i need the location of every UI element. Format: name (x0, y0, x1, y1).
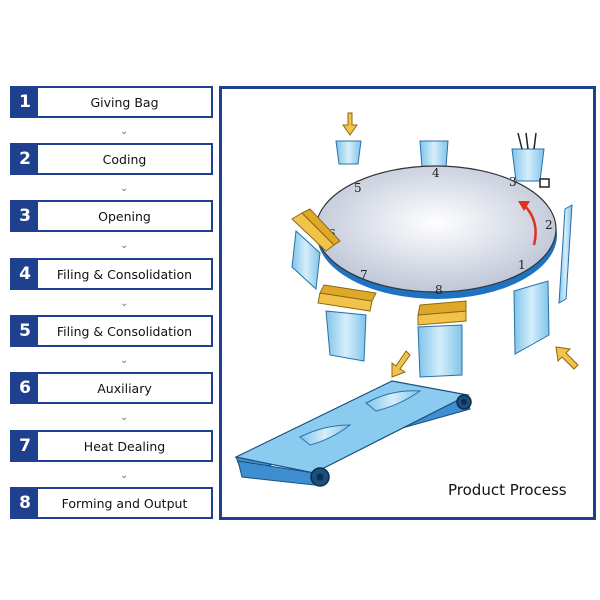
step-label: Coding (102, 151, 147, 167)
bag-panel-right (558, 204, 573, 304)
step-3: 3 Opening (10, 200, 213, 232)
step-1: 1 Giving Bag (10, 86, 213, 118)
station-number: 4 (432, 166, 440, 180)
step-number: 2 (12, 145, 38, 173)
bag-panel-lower-right (513, 280, 550, 355)
bag-holder-5 (335, 140, 362, 165)
sensor-box (539, 178, 550, 188)
chevron-down-icon: ⌄ (120, 298, 129, 309)
step-5: 5 Filing & Consolidation (10, 315, 213, 347)
bag-lower-center (417, 324, 463, 378)
rotation-arrowhead-icon (518, 201, 530, 211)
step-label: Opening (98, 208, 151, 224)
step-7: 7 Heat Dealing (10, 430, 213, 462)
heat-sealer-middle (317, 284, 377, 312)
chevron-down-icon: ⌄ (120, 126, 129, 137)
turntable (315, 165, 557, 293)
step-6: 6 Auxiliary (10, 372, 213, 404)
chevron-down-icon: ⌄ (120, 183, 129, 194)
bag-panel-left (291, 229, 321, 291)
heat-sealer-left (291, 208, 341, 252)
process-diagram-panel: 1 2 3 4 5 6 7 8 (219, 86, 596, 520)
step-number: 1 (12, 88, 38, 116)
step-label: Auxiliary (97, 380, 152, 396)
output-arrow-icon (391, 350, 411, 378)
chevron-down-icon: ⌄ (120, 240, 129, 251)
step-label: Giving Bag (90, 94, 159, 110)
step-2: 2 Coding (10, 143, 213, 175)
rotation-arrow-icon (523, 204, 537, 246)
conveyor-belt (234, 380, 470, 474)
input-arrow-bottom-right-icon (555, 346, 579, 370)
conveyor-front (237, 460, 315, 486)
bag-lower-left (325, 310, 367, 362)
bag-holder-4 (419, 140, 449, 168)
bag-on-conveyor-1 (299, 424, 352, 446)
chevron-down-icon: ⌄ (120, 412, 129, 423)
step-number: 6 (12, 374, 38, 402)
station-number: 2 (545, 218, 553, 232)
sensor-wires (517, 132, 537, 150)
step-label: Heat Dealing (83, 438, 166, 454)
station-number: 1 (518, 258, 526, 272)
bag-on-conveyor-2 (365, 390, 422, 412)
step-number: 5 (12, 317, 38, 345)
bag-holder-3 (511, 148, 545, 182)
input-arrow-top-icon (342, 112, 358, 136)
step-label: Forming and Output (61, 495, 188, 511)
step-number: 3 (12, 202, 38, 230)
station-number: 5 (354, 181, 362, 195)
step-label: Filing & Consolidation (56, 266, 193, 282)
step-number: 4 (12, 260, 38, 288)
station-number: 7 (360, 268, 368, 282)
step-number: 7 (12, 432, 38, 460)
diagram-caption: Product Process (448, 481, 567, 499)
step-8: 8 Forming and Output (10, 487, 213, 519)
station-number: 3 (509, 175, 517, 189)
station-number: 8 (435, 283, 443, 297)
step-number: 8 (12, 489, 38, 517)
rotary-packing-machine-illustration: 1 2 3 4 5 6 7 8 (234, 112, 579, 487)
chevron-down-icon: ⌄ (120, 470, 129, 481)
step-label: Filing & Consolidation (56, 323, 193, 339)
chevron-down-icon: ⌄ (120, 355, 129, 366)
heat-sealer-center (417, 300, 467, 326)
step-4: 4 Filing & Consolidation (10, 258, 213, 290)
